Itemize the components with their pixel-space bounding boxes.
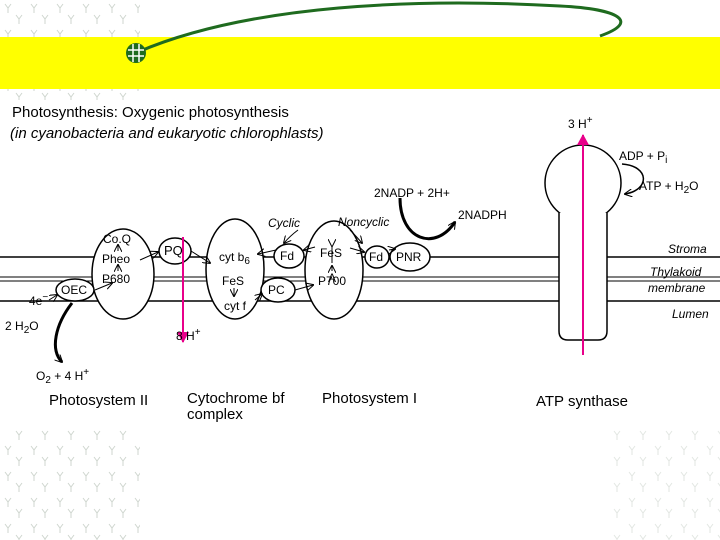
pnr-label: PNR: [396, 250, 422, 264]
p700-label: P700: [318, 274, 347, 288]
arrow-coq-to-pq: [139, 252, 158, 261]
oxygen-protons: + 4 H: [54, 369, 84, 383]
oxygen-label: O2 + 4 H+: [36, 368, 89, 386]
arrow-atp-synthesis: [621, 163, 645, 194]
oxygen-protons-plus: +: [83, 367, 90, 378]
water-sub: 2: [23, 325, 30, 336]
electrons-label: 4e−: [29, 292, 49, 308]
pnr-shape: [389, 242, 431, 272]
arrow-water-oxidation: [53, 302, 74, 362]
arrow-nadp-reduction: [398, 197, 457, 241]
arrow-fes-to-fd-cyclic: [304, 247, 316, 250]
water-h: 2 H: [5, 319, 24, 333]
adp-text: ADP + P: [619, 149, 666, 163]
atp-o: O: [689, 179, 699, 193]
fd-noncyclic-shape: [364, 245, 390, 269]
texture-bottom-left: [0, 430, 140, 540]
cytochrome-caption-1: Cytochrome bf: [187, 390, 285, 407]
arrow-pc-to-p700: [294, 285, 313, 290]
photosystem-ii-shape: [91, 228, 155, 320]
membrane-label: membrane: [648, 281, 706, 295]
pq-label: PQ: [164, 243, 183, 258]
pc-label: PC: [268, 283, 285, 297]
page-subtitle: (in cyanobacteria and eukaryotic chlorop…: [10, 125, 324, 142]
thylakoid-label: Thylakoid: [650, 265, 702, 279]
atp-sub: 2: [683, 185, 690, 196]
photosystem-ii-caption: Photosystem II: [49, 392, 149, 409]
arrow-pq-to-cyt: [190, 250, 210, 263]
electrons-charge: −: [42, 292, 49, 303]
lumen-protons-label: 8 H+: [176, 327, 201, 343]
cytf-label: cyt f: [224, 299, 247, 313]
fd-cyclic-label: Fd: [280, 249, 295, 263]
arrow-noncyclic-label: [349, 229, 362, 243]
adp-sub: i: [665, 155, 668, 166]
photosystem-i-shape: [304, 220, 364, 320]
atp-label: ATP + H2O: [639, 180, 698, 196]
texture-bottom-right: [610, 430, 720, 540]
globe-icon: [126, 43, 146, 63]
stroma-protons-plus: +: [586, 115, 593, 126]
stroma-protons-text: 3 H: [568, 117, 587, 131]
green-swoosh: [137, 1, 623, 54]
oxygen-sub: 2: [45, 375, 51, 386]
arrow-fd-to-cytb: [258, 250, 277, 254]
cytb-text: cyt b: [219, 250, 245, 264]
arrow-fd-to-pnr: [389, 249, 395, 250]
ps1-a-label: A: [328, 271, 337, 285]
pheo-label: Pheo: [102, 252, 131, 266]
lumen-label: Lumen: [672, 307, 709, 321]
oxygen-o: O: [36, 369, 46, 383]
lumen-protons-plus: +: [194, 327, 201, 338]
coq-label: Co.Q: [103, 232, 132, 246]
nadph-product: 2NADPH: [458, 208, 507, 222]
stroma-protons-label: 3 H+: [568, 115, 593, 131]
yellow-banner: [0, 37, 720, 89]
water-label: 2 H2O: [5, 320, 39, 336]
water-o: O: [29, 319, 39, 333]
electrons-text: 4e: [29, 294, 43, 308]
cytb-sub: 6: [244, 256, 250, 267]
cytochrome-shape: [205, 218, 265, 320]
arrow-cyclic-label: [284, 229, 299, 243]
stroma-label: Stroma: [668, 242, 707, 256]
arrow-oec-to-p680: [94, 283, 112, 291]
cyt-fes-label: FeS: [222, 274, 245, 288]
page-title: Photosynthesis: Oxygenic photosynthesis: [12, 104, 289, 121]
arrow-cytf-to-pc: [255, 294, 262, 300]
cytochrome-caption-2: complex: [187, 406, 243, 423]
atp-synthase-caption: ATP synthase: [536, 393, 628, 410]
nadp-reactants: 2NADP + 2H+: [374, 186, 450, 200]
adp-label: ADP + Pi: [619, 150, 667, 166]
lumen-protons-text: 8 H: [176, 329, 195, 343]
p680-label: P680: [102, 272, 131, 286]
fd-noncyclic-label: Fd: [369, 250, 384, 264]
arrow-electrons-to-oec: [48, 295, 57, 300]
arrow-fes-to-fd-noncyclic: [349, 248, 364, 252]
cyclic-label: Cyclic: [268, 216, 300, 230]
oec-shape: [55, 278, 95, 302]
atp-text: ATP + H: [639, 179, 684, 193]
photosystem-i-caption: Photosystem I: [322, 390, 418, 407]
ps1-fes-label: FeS: [320, 246, 343, 260]
cytb-label: cyt b6: [219, 251, 250, 267]
noncyclic-label: Noncyclic: [338, 215, 390, 229]
oec-label: OEC: [61, 283, 88, 297]
